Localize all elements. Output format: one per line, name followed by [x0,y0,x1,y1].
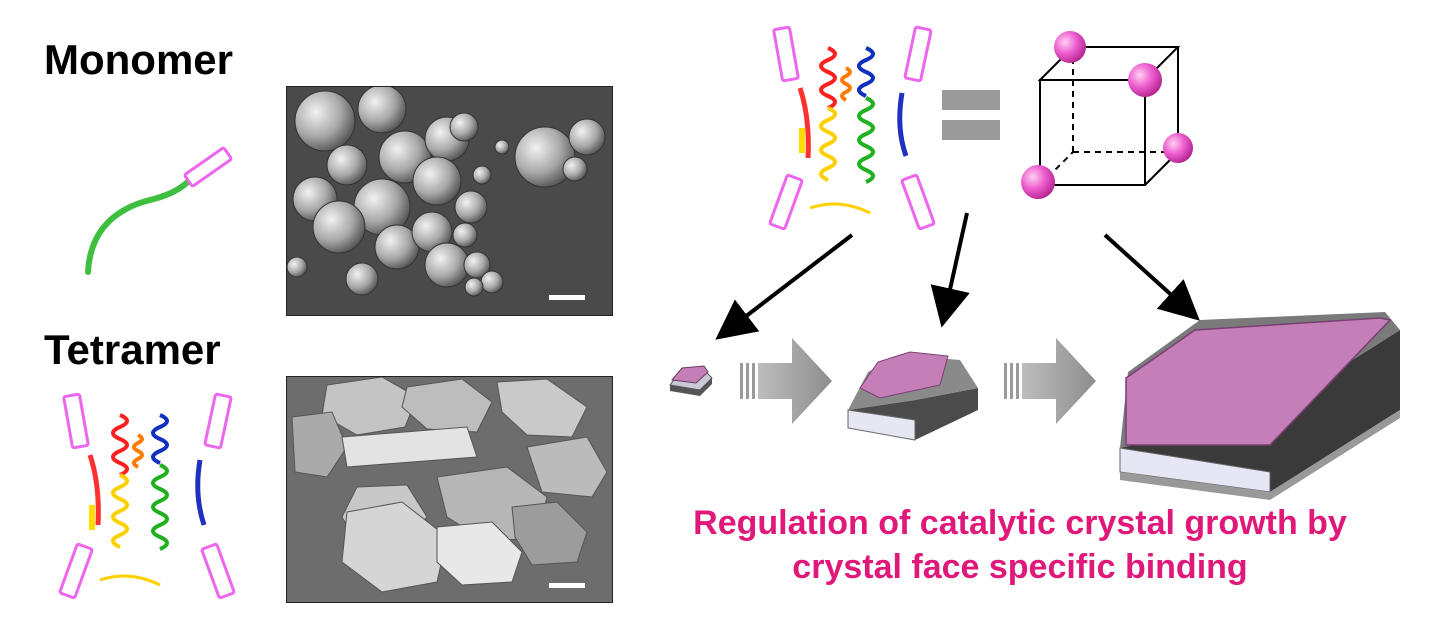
cube-with-spheres-icon [1037,46,1181,186]
caption-line-2: crystal face specific binding [792,548,1248,586]
scale-bar [549,583,585,588]
down-arrow-icon [715,212,1200,340]
monomer-illustration [85,146,233,275]
sem-image-monomer [286,86,613,316]
tetramer-label: Tetramer [44,326,221,373]
caption-line-1: Regulation of catalytic crystal growth b… [693,504,1347,542]
equals-sign-icon [942,90,1000,140]
sem-image-tetramer [286,376,613,603]
block-arrow-icon [1004,338,1096,424]
tetramer-illustration-right [768,25,936,231]
crystal-medium [847,351,978,441]
sem-tetramer-graphic [287,377,612,602]
scale-bar [549,295,585,300]
tetramer-illustration-left [58,392,236,600]
crystal-large [1119,312,1400,500]
crystal-small [669,365,713,396]
monomer-label: Monomer [44,36,233,83]
sem-monomer-graphic [287,87,612,315]
block-arrow-icon [740,338,832,424]
binding-spheres [1021,31,1193,199]
